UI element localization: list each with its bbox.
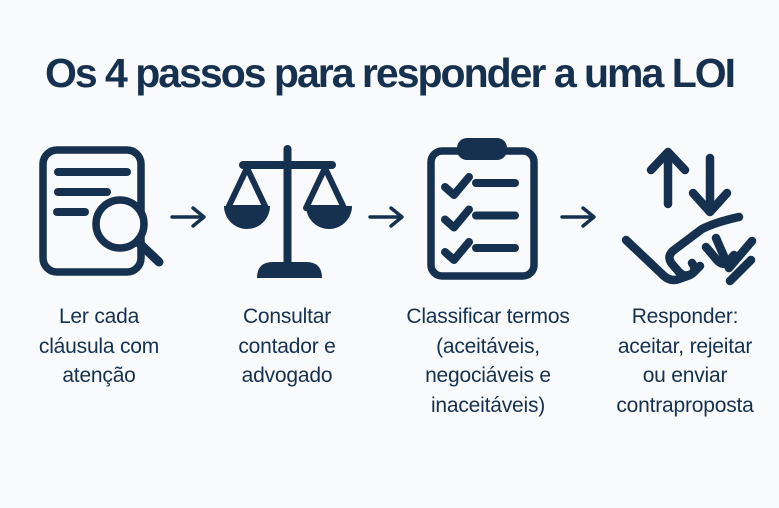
handshake-arrows-icon xyxy=(618,142,774,292)
caption-line: negociáveis e xyxy=(425,364,551,387)
right-arrow-icon xyxy=(367,203,407,236)
caption-line: aceitar, rejeitar xyxy=(617,334,753,358)
caption-line: Classificar termos xyxy=(406,305,570,328)
caption-line: (aceitáveis, xyxy=(436,334,540,358)
document-magnifier-icon xyxy=(36,142,166,282)
caption-line: contraproposta xyxy=(616,393,754,417)
caption-line: atenção xyxy=(62,364,136,387)
page-title: Os 4 passos para responder a uma LOI xyxy=(44,50,736,96)
caption-line: Responder: xyxy=(631,305,739,328)
caption-line: contador e xyxy=(238,334,336,358)
caption-line: Consultar xyxy=(242,305,332,328)
step-caption-4: Responder: aceitar, rejeitar ou enviar c… xyxy=(588,302,779,420)
step-caption-1: Ler cada cláusula com atenção xyxy=(18,302,180,391)
caption-line: Ler cada xyxy=(58,305,140,328)
caption-line: cláusula com xyxy=(38,334,160,358)
right-arrow-icon xyxy=(169,203,209,236)
step-caption-2: Consultar contador e advogado xyxy=(206,302,368,391)
step-caption-3: Classificar termos (aceitáveis, negociáv… xyxy=(391,302,585,420)
caption-line: advogado xyxy=(241,364,333,387)
balance-scale-icon xyxy=(222,142,357,282)
right-arrow-icon xyxy=(559,203,599,236)
checklist-clipboard-icon xyxy=(424,136,540,284)
caption-line: inaceitáveis) xyxy=(430,393,546,417)
caption-line: ou enviar xyxy=(642,364,728,387)
